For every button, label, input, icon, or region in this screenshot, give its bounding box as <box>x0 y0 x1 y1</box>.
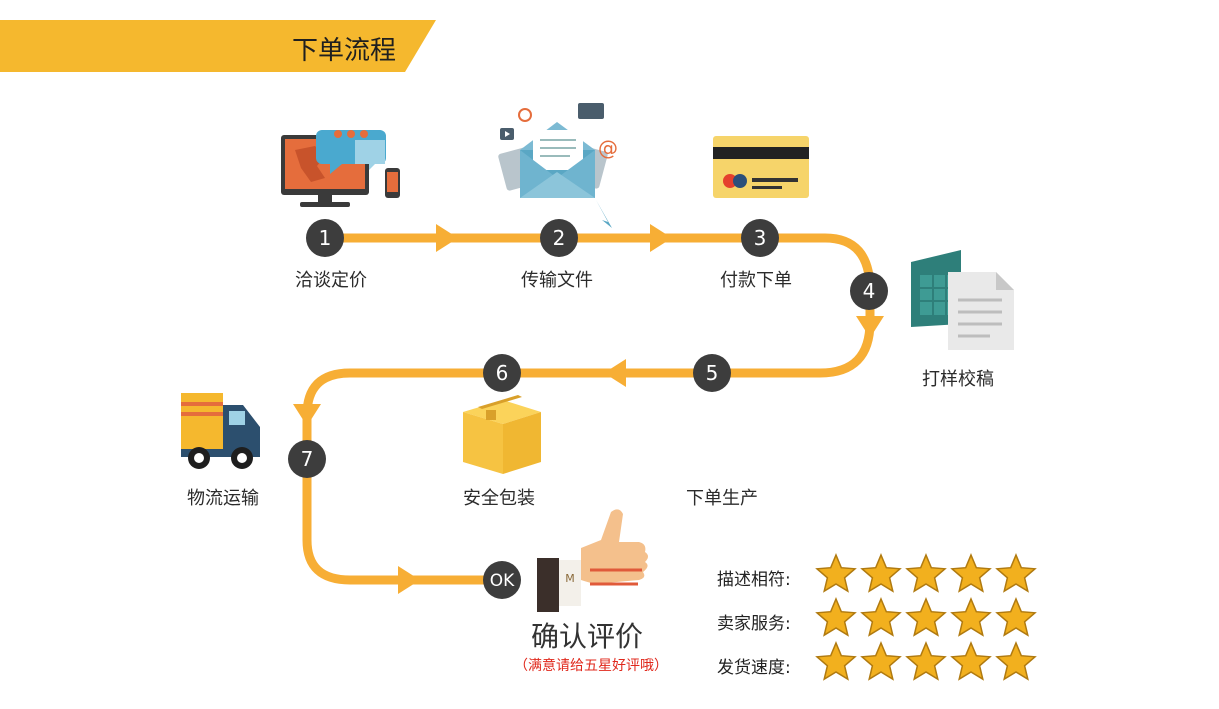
step-circle-2 <box>540 219 578 257</box>
thumbs-up-icon: M <box>537 509 648 612</box>
step-circle-ok <box>483 561 521 599</box>
step-number-3: 3 <box>754 226 767 250</box>
rating-star <box>815 597 857 637</box>
step-number-4: 4 <box>863 279 876 303</box>
step-label-1: 洽谈定价 <box>295 270 367 291</box>
step-circle-5 <box>693 354 731 392</box>
rating-label-shipping: 发货速度: <box>717 658 791 678</box>
step-label-6: 安全包装 <box>463 488 535 509</box>
step-label-4: 打样校稿 <box>922 369 994 390</box>
step-label-5: 下单生产 <box>686 488 758 509</box>
arrow-2-3 <box>650 224 672 252</box>
monitor-chat-icon <box>281 130 400 207</box>
step-number-ok: OK <box>490 571 515 591</box>
step-circle-4 <box>850 272 888 310</box>
step-number-1: 1 <box>319 226 332 250</box>
rating-star <box>995 597 1037 637</box>
truck-icon <box>181 393 260 469</box>
rating-star <box>950 553 992 593</box>
rating-star <box>905 641 947 681</box>
step-circle-7 <box>288 440 326 478</box>
rating-star <box>995 641 1037 681</box>
rating-star <box>995 553 1037 593</box>
step-number-5: 5 <box>706 361 719 385</box>
step-label-3: 付款下单 <box>720 270 792 291</box>
rating-label-description: 描述相符: <box>717 570 791 590</box>
step-label-7: 物流运输 <box>187 488 259 509</box>
box-icon <box>463 395 541 474</box>
flow-arrows <box>293 224 884 594</box>
step-number-2: 2 <box>553 226 566 250</box>
step-circle-3 <box>741 219 779 257</box>
svg-text:@: @ <box>598 136 618 160</box>
arrow-4-down <box>856 316 884 338</box>
step-label-2: 传输文件 <box>521 270 593 291</box>
arrow-5-6 <box>604 359 626 387</box>
rating-star <box>950 597 992 637</box>
rating-star <box>815 553 857 593</box>
envelope-icon: @ <box>498 103 618 228</box>
flow-path <box>302 233 875 585</box>
rating-stars <box>815 553 1037 681</box>
arrow-1-2 <box>436 224 458 252</box>
title-banner <box>0 20 436 72</box>
rating-star <box>950 641 992 681</box>
step-number-7: 7 <box>301 447 314 471</box>
confirm-review-title: 确认评价 <box>531 620 644 653</box>
rating-star <box>860 641 902 681</box>
svg-text:M: M <box>565 572 575 585</box>
step-number-6: 6 <box>496 361 509 385</box>
rating-label-service: 卖家服务: <box>717 614 791 634</box>
banner-title: 下单流程 <box>292 36 397 66</box>
rating-star <box>860 553 902 593</box>
arrow-to-7 <box>293 404 321 426</box>
rating-star <box>860 597 902 637</box>
credit-card-icon <box>713 136 809 198</box>
arrow-7-ok <box>398 566 420 594</box>
confirm-review-note: （满意请给五星好评哦） <box>514 658 668 674</box>
rating-star <box>815 641 857 681</box>
documents-icon <box>911 250 1014 350</box>
rating-star <box>905 553 947 593</box>
step-circle-6 <box>483 354 521 392</box>
step-circle-1 <box>306 219 344 257</box>
rating-star <box>905 597 947 637</box>
